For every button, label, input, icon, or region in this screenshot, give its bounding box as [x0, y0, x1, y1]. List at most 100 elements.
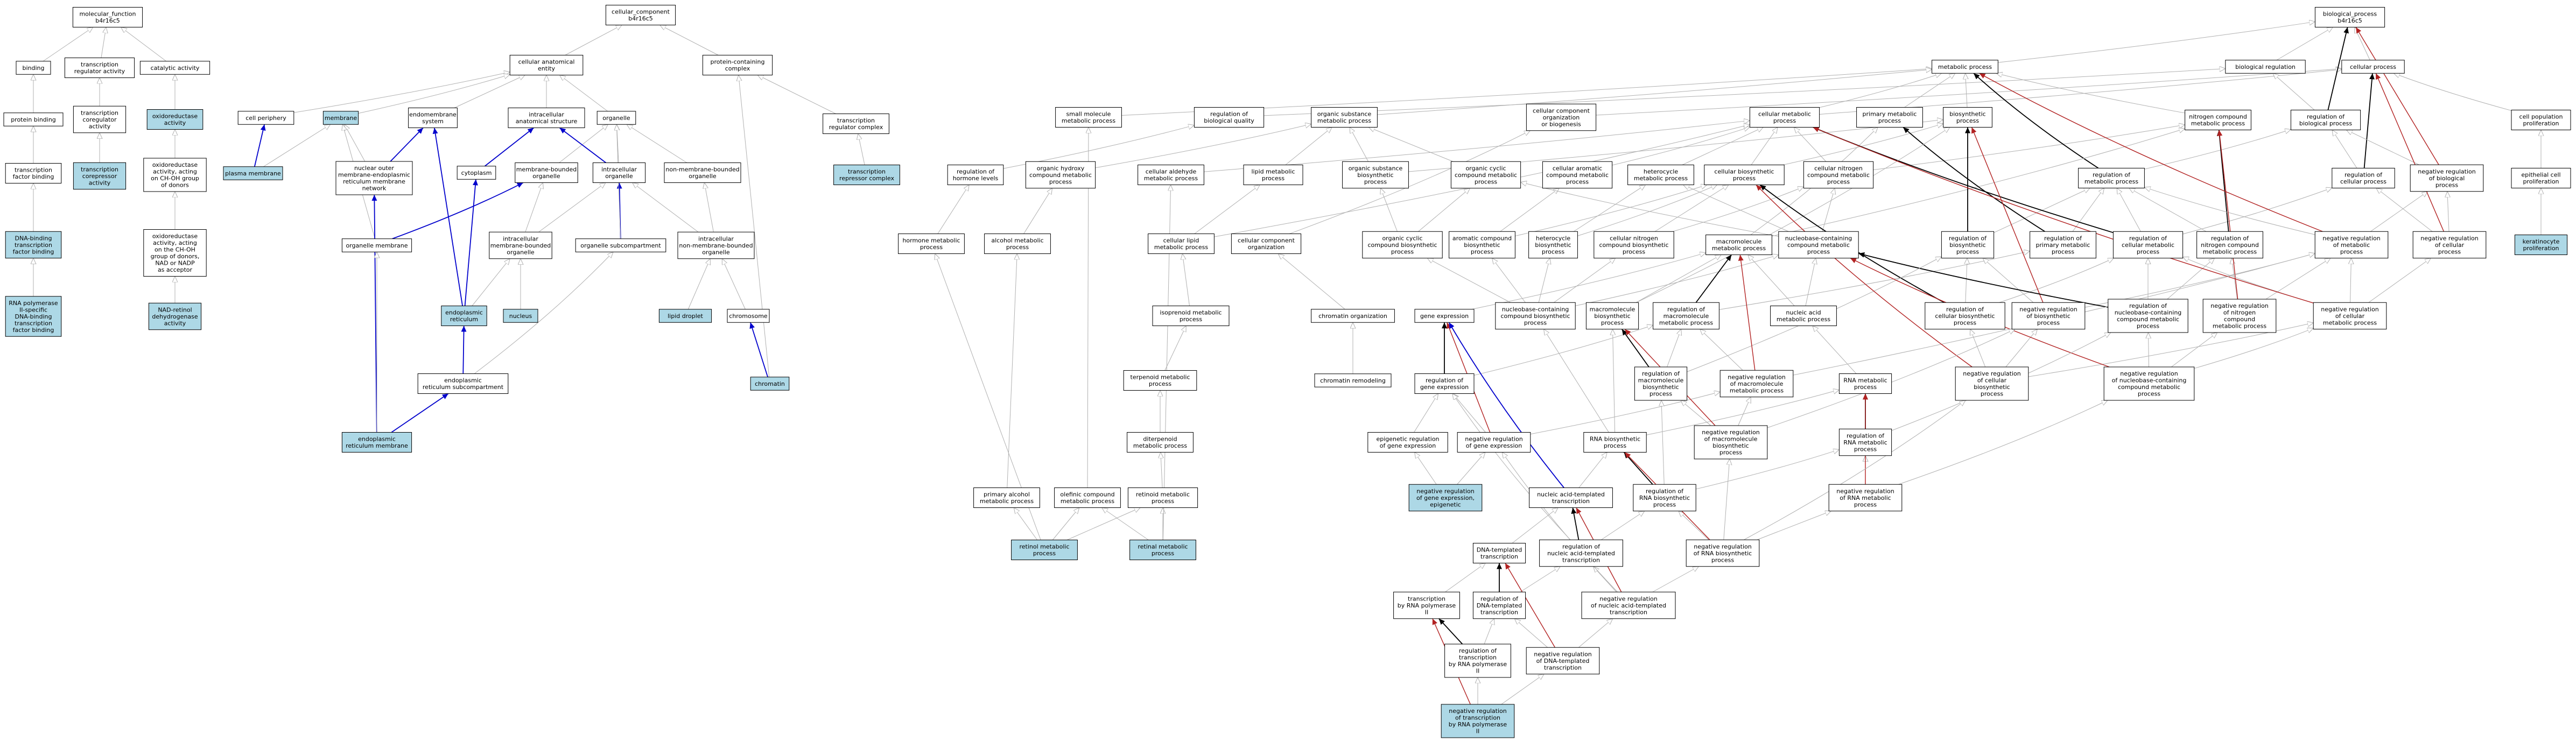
edge-is-a: [1350, 128, 1369, 162]
edge-negatively-regulates: [1738, 255, 1756, 371]
term-box: [509, 55, 584, 75]
term-box: [515, 162, 578, 183]
edge-regulates: [1571, 507, 1580, 540]
edge-is-a: [1194, 185, 1260, 234]
term-box: [1495, 302, 1576, 330]
term-label: chromatin remodeling: [1320, 377, 1386, 384]
term-box: [1943, 107, 1992, 128]
term-box: [947, 165, 1004, 185]
term-box: [1828, 484, 1903, 512]
edge-is-a: [565, 25, 622, 55]
term-node-chromatin-remodel: chromatin remodeling: [1314, 373, 1392, 387]
edge-negatively-regulates: [1756, 185, 1973, 368]
edge-is-a: [2144, 130, 2291, 169]
term-node-membrane: membrane: [322, 111, 359, 125]
term-box: [1838, 428, 1892, 456]
edge-is-a: [722, 259, 746, 309]
term-box: [341, 432, 412, 453]
term-box: [1526, 103, 1597, 131]
edge-is-a: [1673, 187, 1803, 232]
edge-is-a: [1744, 400, 1966, 540]
edge-is-a: [1521, 182, 1779, 237]
term-box: [1450, 161, 1521, 189]
term-box: [2412, 231, 2487, 259]
term-box: [2030, 231, 2096, 259]
term-box: [5, 296, 62, 337]
term-box: [1803, 161, 1874, 189]
term-box: [417, 373, 509, 394]
term-box: [441, 306, 487, 326]
edge-is-a: [660, 25, 719, 55]
edge-is-a: [538, 183, 606, 232]
edge-regulates: [1903, 126, 2045, 232]
edge-is-a: [2194, 328, 2313, 369]
term-box: [1444, 644, 1511, 678]
edge-is-a: [858, 134, 865, 165]
term-box: [2185, 110, 2251, 130]
term-node-bio-reg: biological regulation: [2225, 60, 2306, 74]
edge-is-a: [1377, 69, 1932, 115]
edge-is-a: [1682, 128, 1763, 165]
term-label: protein binding: [11, 116, 56, 123]
term-box: [1542, 161, 1613, 189]
edge-is-a: [1813, 326, 1857, 374]
edge-is-a: [1554, 258, 1615, 303]
term-box: [223, 166, 283, 180]
edge-is-a: [1501, 674, 1544, 705]
edge-is-a: [2072, 188, 2104, 232]
term-node-protein-binding: protein binding: [3, 112, 64, 126]
edge-is-a: [1772, 129, 2185, 237]
term-node-org-sub: organelle subcompartment: [575, 238, 666, 252]
term-node-binding: binding: [16, 61, 51, 75]
term-box: [1127, 432, 1194, 453]
edge-is-a: [1999, 258, 2114, 303]
edge-is-a: [1445, 563, 1485, 592]
edge-part-of: [432, 128, 463, 306]
edge-is-a: [525, 183, 543, 232]
edge-part-of: [464, 179, 478, 306]
edge-is-a: [1264, 69, 2226, 116]
edge-is-a: [1457, 453, 1485, 485]
edge-is-a: [2148, 333, 2149, 368]
term-box: [1585, 302, 1639, 330]
edge-is-a: [1102, 508, 1149, 540]
term-box: [1941, 231, 1995, 259]
